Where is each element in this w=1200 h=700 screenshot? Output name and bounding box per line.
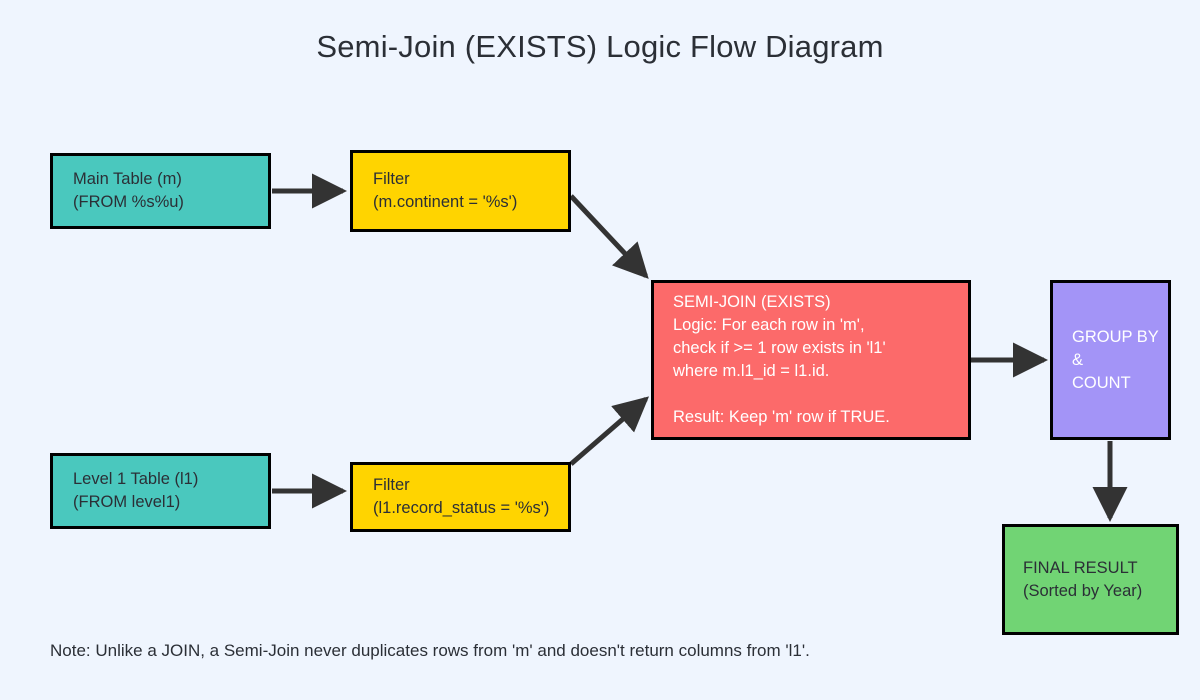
node-filter-main-line-1: Filter <box>373 170 410 188</box>
node-semijoin-line-4: where m.l1_id = l1.id. <box>673 362 830 380</box>
edge-filter-main-to-semijoin <box>569 194 649 279</box>
edge-filter-l1-to-semijoin <box>569 396 650 466</box>
node-filter-l1-line-2: (l1.record_status = '%s') <box>373 499 550 517</box>
node-semijoin-line-3: check if >= 1 row exists in 'l1' <box>673 339 886 357</box>
node-group-by-line-2: & <box>1072 350 1084 369</box>
node-level1-table[interactable]: Level 1 Table (l1) (FROM level1) <box>50 453 271 529</box>
footnote-text: Note: Unlike a JOIN, a Semi-Join never d… <box>50 641 810 660</box>
node-level1-table-line-2: (FROM level1) <box>73 493 181 511</box>
node-filter-l1-line-1: Filter <box>373 476 410 494</box>
node-final-result[interactable]: FINAL RESULT (Sorted by Year) <box>1002 524 1179 635</box>
node-filter-l1[interactable]: Filter (l1.record_status = '%s') <box>350 462 571 532</box>
node-semijoin-line-2: Logic: For each row in 'm', <box>673 316 865 334</box>
node-group-by-line-3: COUNT <box>1072 373 1131 392</box>
node-final-result-line-1: FINAL RESULT <box>1023 558 1138 577</box>
node-main-table-line-2: (FROM %s%u) <box>73 193 184 211</box>
node-filter-main[interactable]: Filter (m.continent = '%s') <box>350 150 571 232</box>
node-group-by-line-1: GROUP BY <box>1072 327 1159 346</box>
node-semijoin-line-1: SEMI-JOIN (EXISTS) <box>673 293 831 311</box>
node-semijoin-line-6: Result: Keep 'm' row if TRUE. <box>673 408 890 426</box>
node-semijoin-line-5 <box>673 383 960 406</box>
node-group-by[interactable]: GROUP BY & COUNT <box>1050 280 1171 440</box>
node-main-table[interactable]: Main Table (m) (FROM %s%u) <box>50 153 271 229</box>
node-level1-table-line-1: Level 1 Table (l1) <box>73 470 199 488</box>
node-semijoin[interactable]: SEMI-JOIN (EXISTS) Logic: For each row i… <box>651 280 971 440</box>
node-filter-main-line-2: (m.continent = '%s') <box>373 193 518 211</box>
page-title: Semi-Join (EXISTS) Logic Flow Diagram <box>316 29 884 64</box>
node-main-table-line-1: Main Table (m) <box>73 170 182 188</box>
node-final-result-line-2: (Sorted by Year) <box>1023 581 1143 600</box>
